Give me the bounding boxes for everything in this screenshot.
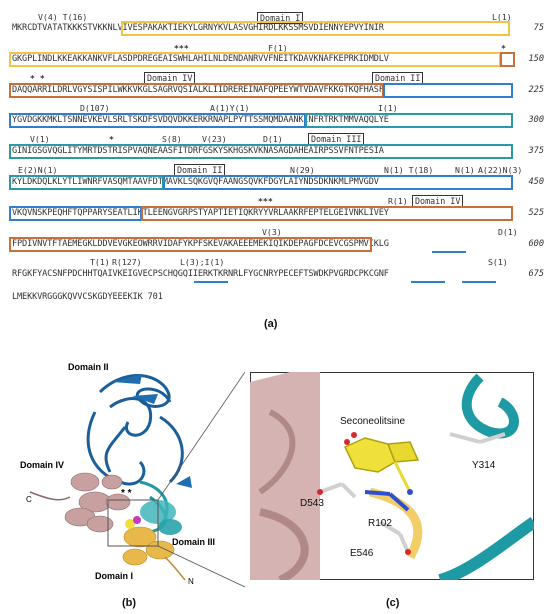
zinc-finger-underline <box>194 281 228 283</box>
annotation: L(1) <box>492 12 512 22</box>
domain-label: Domain III <box>172 537 215 547</box>
sequence-line: DAQQARRILDRLVGYSISPILWKKVKGLSAGRVQSIALKL… <box>12 85 384 95</box>
annotation: N(29) <box>290 165 315 175</box>
star-marker: * <box>109 134 114 144</box>
annotation: R(1) <box>388 196 408 206</box>
domain-II-box <box>383 83 513 98</box>
domain-IV-helices <box>64 472 131 533</box>
zinc-finger-underline <box>411 281 445 283</box>
sequence-line: MKRCDTVATATKKKSTVKKNLVIVESPAKAKTIEKYLGRN… <box>12 23 384 33</box>
panel-c-binding-site: Seconeolitsine Y314 D543 R102 E546 <box>250 372 534 580</box>
ligand-label: Seconeolitsine <box>340 416 405 427</box>
domain-label: Domain IV <box>20 460 64 470</box>
annotation: D(1) <box>498 227 518 237</box>
sequence-line: RFGKFYACSNFPDCHHTQAIVKEIGVECPSCHQGQIIERK… <box>12 269 389 279</box>
sequence-line: KYLDKDQLKLYTLIWNRFVASQMTAAVFDTMAVKLSQKGV… <box>12 177 379 187</box>
domain-I-box <box>9 52 501 67</box>
annotation: L(3);I(1) <box>180 257 225 267</box>
domain-II-ribbon <box>86 374 184 486</box>
annotation: V(23) <box>202 134 227 144</box>
residue-D543-stick <box>319 482 357 499</box>
annotation: D(1) <box>263 134 283 144</box>
residue-R102-stick <box>364 490 410 512</box>
line-number: 675 <box>528 269 544 279</box>
annotation: S(1) <box>488 257 508 267</box>
domain-IV-box <box>141 206 513 221</box>
domain-III-box <box>9 144 513 159</box>
annotation: A(1)Y(1) <box>210 103 250 113</box>
helix-left <box>250 372 320 580</box>
sequence-line: LMEKKVRGGGKQVVCSKGDYEEEKIK 701 <box>12 292 163 302</box>
annotation: E(2)N(1) <box>18 165 58 175</box>
sequence-line: FPDIVNVTFTAEMEGKLDDVEVGKEOWRRVIDAFYKPFSK… <box>12 239 389 249</box>
residue-E546-stick <box>378 520 410 553</box>
domain-II-box <box>9 113 306 128</box>
line-number: 225 <box>528 85 544 95</box>
domain-IV-box <box>9 237 372 252</box>
sequence-line: VKQVNSKPEQHFTQPPARYSEATLIKTLEENGVGRPSTYA… <box>12 208 389 218</box>
domain-III-box <box>9 175 164 190</box>
sequence-line: YGVDGKKMKLTSNNEVKEVLSRLTSKDFSVDQVDKKERKR… <box>12 115 389 125</box>
annotation: V(4) T(16) <box>38 12 88 22</box>
domain-I-box <box>121 21 510 36</box>
star-marker: *** <box>258 196 273 206</box>
residue-label: Y314 <box>472 460 496 471</box>
annotation: A(22)N(3) <box>478 165 523 175</box>
sequence-line: GKGPLINDLKKEAKKANKVFLASDPDREGEAISWHLAHIL… <box>12 54 389 64</box>
domain-IV-box <box>9 83 384 98</box>
c-terminus: C <box>26 495 32 504</box>
domain-label: Domain III <box>308 133 365 145</box>
annotation: T(1) <box>90 257 110 267</box>
zinc-finger-underline <box>462 281 496 283</box>
residue-label: E546 <box>350 548 374 559</box>
line-number: 375 <box>528 146 544 156</box>
residue-label: D543 <box>300 498 324 509</box>
domain-III-box <box>305 113 513 128</box>
line-number: 300 <box>528 115 544 125</box>
n-terminus: N <box>188 577 194 586</box>
panel-label: (c) <box>386 597 400 609</box>
domain-label: Domain I <box>95 571 133 581</box>
annotation: D(107) <box>80 103 110 113</box>
zinc-finger-underline <box>432 251 466 253</box>
panel-label: (a) <box>264 318 278 330</box>
star-marker: * <box>501 43 506 53</box>
annotation: F(1) <box>268 43 288 53</box>
line-number: 150 <box>528 54 544 64</box>
panel-b-structure: * * Domain II Domain IV Domain III Domai… <box>20 362 245 588</box>
sequence-line: GINIGSGVQGLITYMRTDSTRISPVAQNEAASFITDRFGS… <box>12 146 384 156</box>
annotation: S(8) <box>162 134 182 144</box>
panel-label: (b) <box>122 597 137 609</box>
line-number: 75 <box>533 23 544 33</box>
line-number: 450 <box>528 177 544 187</box>
domain-IV-box <box>500 52 515 67</box>
annotation: R(127) <box>112 257 142 267</box>
stars: * * <box>121 488 132 499</box>
residue-label: R102 <box>368 518 392 529</box>
domain-II-box <box>9 206 142 221</box>
star-marker: * * <box>30 73 45 83</box>
annotation: V(1) <box>30 134 50 144</box>
domain-II-box <box>163 175 513 190</box>
domain-label: Domain II <box>68 362 109 372</box>
star-marker: *** <box>174 43 189 53</box>
annotation: N(1) <box>455 165 475 175</box>
annotation: I(1) <box>378 103 398 113</box>
annotation: V(3) <box>262 227 282 237</box>
line-number: 600 <box>528 239 544 249</box>
teal-ribbon <box>461 373 519 439</box>
line-number: 525 <box>528 208 544 218</box>
annotation: N(1) T(18) <box>384 165 434 175</box>
ligand-seconeolitsine <box>343 432 420 495</box>
